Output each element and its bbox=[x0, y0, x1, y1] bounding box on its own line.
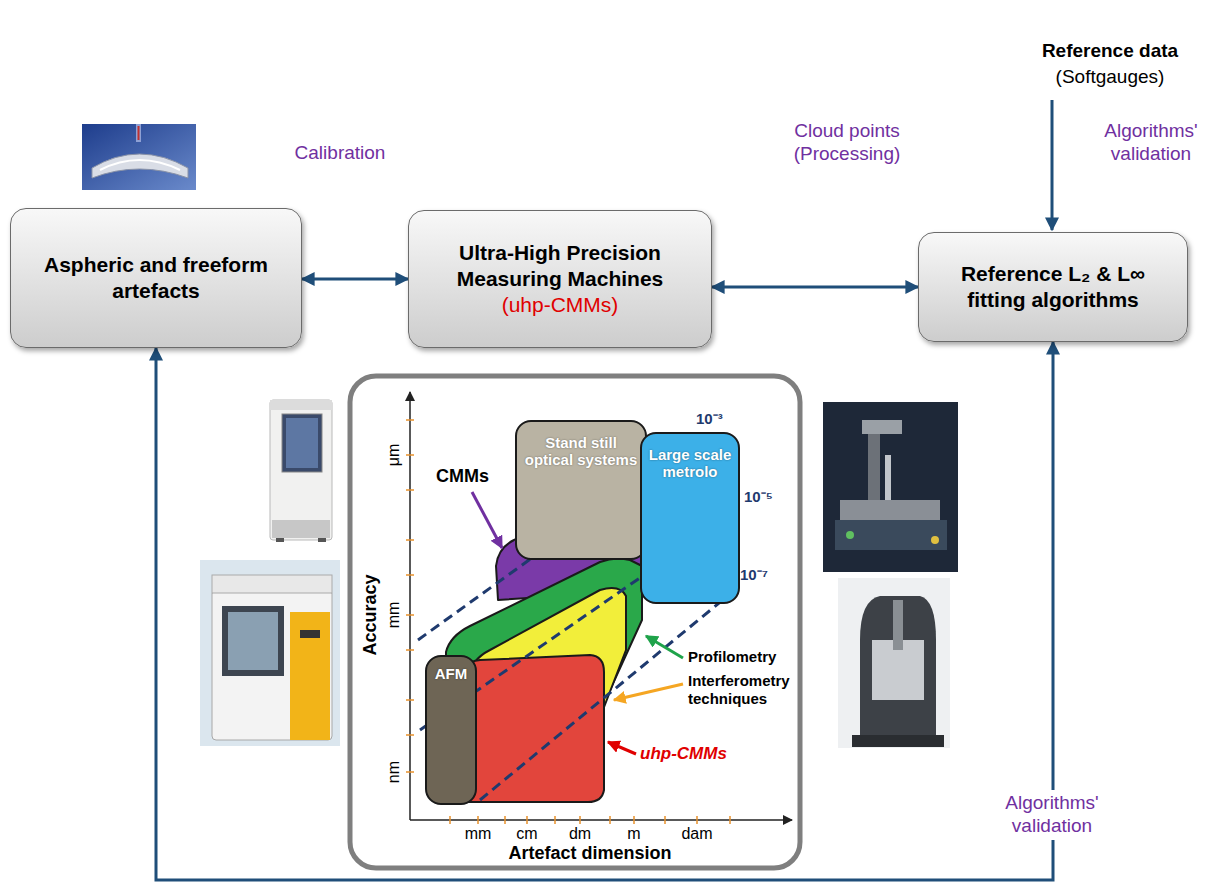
flow-arrow bbox=[302, 278, 408, 281]
cabinet-top bbox=[270, 400, 332, 410]
chart-panel bbox=[350, 376, 800, 868]
stage-probe bbox=[885, 455, 891, 500]
leader-arrow bbox=[472, 492, 502, 548]
axis-tick: dm bbox=[560, 824, 600, 843]
ratio-label: 10⁻³ bbox=[696, 410, 736, 428]
lens-highlight bbox=[100, 160, 180, 170]
axis-title: Accuracy bbox=[360, 560, 380, 670]
region-callout: Interferometry techniques bbox=[688, 672, 796, 708]
x-axis bbox=[410, 819, 792, 821]
cabinet-screen bbox=[282, 414, 322, 472]
machine-cabinet bbox=[270, 400, 332, 540]
input-arrow bbox=[1051, 100, 1054, 230]
machine-yellow-panel bbox=[290, 612, 330, 740]
axis-tick: cm bbox=[507, 824, 547, 843]
input-title: Reference data bbox=[1025, 40, 1195, 63]
machine-spindle bbox=[893, 600, 903, 650]
node-text: AFM bbox=[435, 665, 468, 682]
chart-region: AFM bbox=[425, 655, 477, 805]
stage-light bbox=[931, 536, 939, 544]
machine-base bbox=[852, 735, 944, 747]
machine-top bbox=[212, 575, 332, 593]
flow-arrow bbox=[712, 286, 918, 289]
machine-control bbox=[300, 630, 320, 638]
x-ticks bbox=[450, 816, 730, 824]
lens-shape bbox=[92, 154, 188, 178]
machine-window bbox=[228, 612, 278, 670]
stage-column bbox=[868, 425, 880, 500]
axis-title: Artefact dimension bbox=[480, 843, 700, 865]
axis-tick: mm bbox=[458, 824, 498, 843]
flow-arrow bbox=[156, 342, 1053, 880]
axis-tick: nm bbox=[384, 752, 404, 792]
leader-arrow bbox=[614, 684, 683, 700]
process-box: Reference L₂ & L∞ fitting algorithms bbox=[918, 232, 1188, 342]
stage-light bbox=[846, 531, 854, 539]
leader-arrow bbox=[646, 636, 683, 658]
cabinet-foot bbox=[318, 538, 326, 542]
axis-tick: m bbox=[614, 824, 654, 843]
y-ticks bbox=[406, 420, 414, 772]
machine-photo bbox=[200, 560, 340, 746]
region-callout: CMMs bbox=[436, 466, 496, 488]
region-callout: uhp-CMMs bbox=[640, 744, 740, 764]
ratio-label: 10⁻⁵ bbox=[744, 488, 784, 506]
uhp-cmm-region bbox=[458, 655, 604, 802]
cabinet-base bbox=[272, 520, 330, 538]
flow-label: Algorithms' validation bbox=[1098, 120, 1204, 166]
flow-label: Cloud points (Processing) bbox=[772, 120, 922, 166]
flow-label: Calibration bbox=[280, 142, 400, 165]
stage-table bbox=[840, 500, 940, 520]
node-text: Stand still optical systems bbox=[523, 434, 639, 469]
node-text: (uhp-CMMs) bbox=[502, 292, 619, 318]
machine-photo bbox=[838, 578, 950, 748]
ratio-label: 10⁻⁷ bbox=[740, 566, 780, 584]
cabinet-foot bbox=[276, 538, 284, 542]
axis-tick: dam bbox=[675, 824, 719, 843]
node-text: Large scale metrolo bbox=[648, 446, 732, 481]
probe bbox=[136, 124, 141, 142]
y-axis bbox=[409, 392, 411, 820]
axis-tick: μm bbox=[384, 435, 404, 475]
machine-door bbox=[222, 606, 284, 676]
cabinet-window bbox=[286, 418, 318, 468]
stage-photo bbox=[823, 402, 958, 572]
input-subtitle: (Softgauges) bbox=[1025, 66, 1195, 89]
axis-tick: mm bbox=[384, 595, 404, 635]
region-callout: Profilometry bbox=[688, 648, 796, 666]
stage-head bbox=[862, 420, 902, 434]
chart-region: Large scale metrolo bbox=[640, 432, 740, 604]
chart-region: Stand still optical systems bbox=[515, 420, 647, 560]
node-text: Aspheric and freeform artefacts bbox=[21, 252, 291, 305]
process-box: Ultra-High Precision Measuring Machines(… bbox=[408, 210, 712, 348]
machine-frame bbox=[860, 596, 936, 745]
process-box: Aspheric and freeform artefacts bbox=[10, 208, 302, 348]
stage-base bbox=[835, 520, 947, 550]
lens-photo bbox=[82, 124, 196, 190]
node-text: Ultra-High Precision Measuring Machines bbox=[419, 240, 701, 293]
leader-arrow bbox=[608, 742, 636, 754]
flow-label: Algorithms' validation bbox=[991, 790, 1113, 840]
node-text: Reference L₂ & L∞ fitting algorithms bbox=[929, 261, 1177, 314]
probe-arrow bbox=[138, 126, 140, 140]
machine-body bbox=[212, 590, 332, 740]
